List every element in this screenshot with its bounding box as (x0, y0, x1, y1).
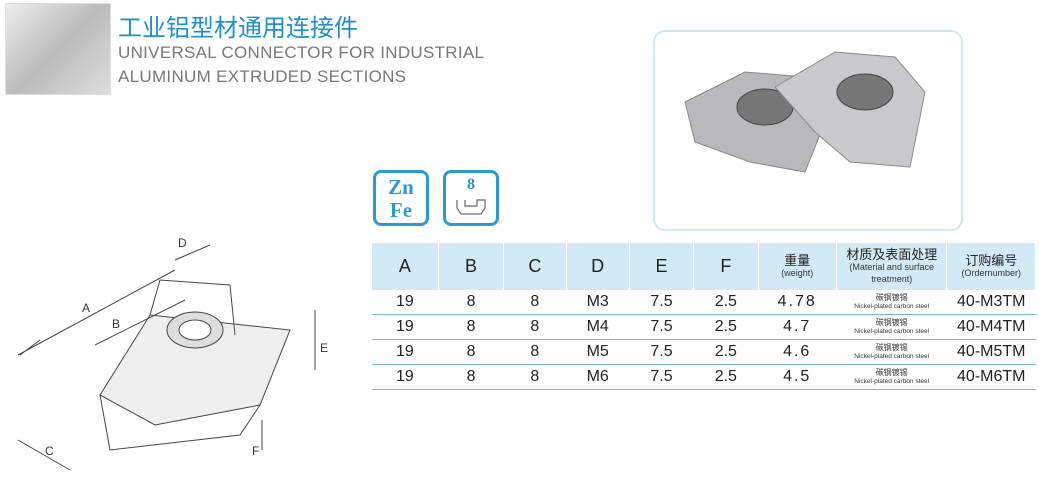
col-a: A (372, 243, 439, 290)
cell-e: 7.5 (629, 314, 695, 340)
title-cn: 工业铝型材通用连接件 (118, 14, 358, 42)
cell-f: 2.5 (693, 314, 759, 340)
title-en-line2: ALUMINUM EXTRUDED SECTIONS (118, 67, 407, 86)
cell-c: 8 (503, 314, 567, 340)
dim-label-a: A (82, 301, 90, 315)
col-weight: 重量(weight) (758, 243, 837, 290)
cell-order-number: 40-M5TM (946, 339, 1036, 365)
cell-d: M3 (566, 290, 630, 315)
cell-b: 8 (438, 364, 505, 390)
cell-e: 7.5 (629, 290, 695, 315)
cell-b: 8 (438, 290, 505, 315)
cell-d: M6 (566, 364, 630, 390)
dim-label-c: C (45, 444, 54, 458)
cell-order-number: 40-M6TM (946, 364, 1036, 390)
dim-label-f: F (252, 444, 259, 458)
spec-table: A B C D E F 重量(weight) 材质及表面处理(Material … (372, 243, 1036, 390)
col-f: F (693, 243, 759, 290)
cell-f: 2.5 (693, 364, 759, 390)
t-nut-photo-graphic (684, 51, 926, 173)
cell-c: 8 (503, 364, 567, 390)
col-d: D (566, 243, 630, 290)
cell-b: 8 (438, 314, 505, 340)
dim-label-e: E (320, 341, 328, 355)
slot-size-badge: 8 (443, 170, 499, 226)
cell-b: 8 (438, 339, 505, 365)
table-header: A B C D E F 重量(weight) 材质及表面处理(Material … (372, 243, 1036, 290)
material-badge: Zn Fe (373, 170, 429, 226)
dim-label-b: B (112, 317, 120, 331)
col-order: 订购编号(Ordernumber) (946, 243, 1036, 290)
cell-order-number: 40-M3TM (946, 290, 1036, 315)
col-material: 材质及表面处理(Material and surface treatment) (836, 243, 948, 290)
cell-a: 19 (372, 339, 439, 365)
cell-a: 19 (372, 314, 439, 340)
cell-c: 8 (503, 290, 567, 315)
title-en-line1: UNIVERSAL CONNECTOR FOR INDUSTRIAL (118, 43, 485, 62)
cell-w: 4.6 (758, 339, 837, 365)
cell-f: 2.5 (693, 290, 759, 315)
cell-d: M5 (566, 339, 630, 365)
t-nut-photo (653, 30, 963, 231)
cell-w: 4.7 (758, 314, 837, 340)
col-e: E (629, 243, 695, 290)
cell-w: 4.78 (758, 290, 837, 315)
cell-a: 19 (372, 364, 439, 390)
dim-label-d: D (178, 236, 187, 250)
cell-order-number: 40-M4TM (946, 314, 1036, 340)
aluminum-profile-image (5, 3, 111, 95)
t-slot-icon (456, 199, 486, 215)
cell-d: M4 (566, 314, 630, 340)
cell-w: 4.5 (758, 364, 837, 390)
cell-e: 7.5 (629, 364, 695, 390)
cell-a: 19 (372, 290, 439, 315)
cell-f: 2.5 (693, 339, 759, 365)
dimension-drawing: A B C D E F (17, 236, 328, 471)
cell-e: 7.5 (629, 339, 695, 365)
cell-c: 8 (503, 339, 567, 365)
col-c: C (503, 243, 567, 290)
col-b: B (438, 243, 505, 290)
